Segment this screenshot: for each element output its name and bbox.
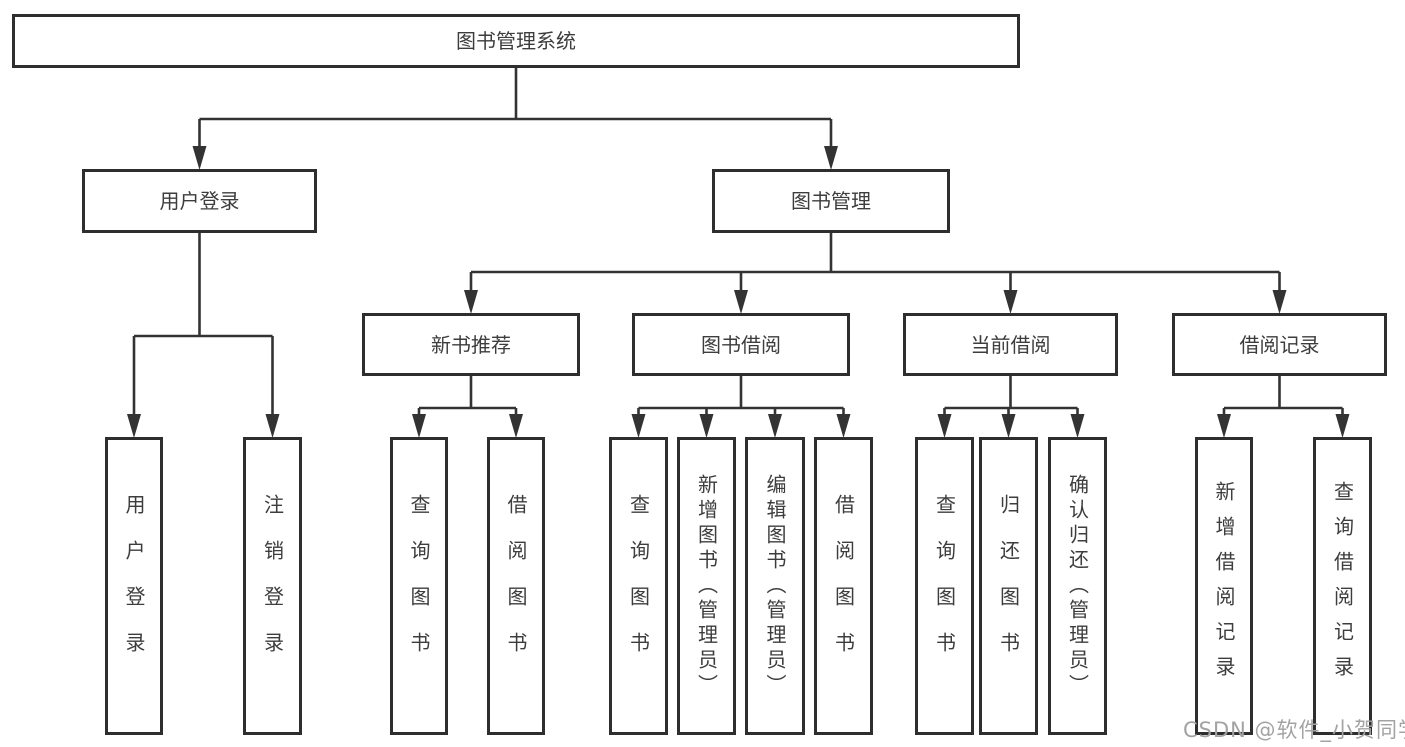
- node-return-books: 归还图书: [979, 437, 1038, 735]
- node-book-borrowing: 图书借阅: [632, 313, 850, 376]
- node-query-books-2: 查询图书: [609, 437, 668, 735]
- node-borrow-books-1: 借阅图书: [487, 437, 545, 735]
- node-logout: 注销登录: [243, 437, 302, 735]
- node-user-login-group: 用户登录: [82, 169, 317, 233]
- node-root: 图书管理系统: [12, 14, 1020, 68]
- node-add-borrow-record: 新增借阅记录: [1195, 437, 1253, 735]
- node-query-borrow-record: 查询借阅记录: [1313, 437, 1372, 735]
- node-edit-books-admin: 编辑图书（管理员）: [745, 437, 805, 735]
- node-query-books-1: 查询图书: [390, 437, 448, 735]
- node-confirm-return-admin: 确认归还（管理员）: [1048, 437, 1107, 735]
- node-borrowing-records: 借阅记录: [1172, 313, 1387, 376]
- node-user-login: 用户登录: [105, 437, 163, 735]
- node-current-borrowing: 当前借阅: [903, 313, 1118, 376]
- node-query-books-3: 查询图书: [915, 437, 974, 735]
- node-add-books-admin: 新增图书（管理员）: [677, 437, 736, 735]
- node-book-management: 图书管理: [712, 169, 950, 233]
- node-new-book-recommend: 新书推荐: [362, 313, 580, 376]
- node-borrow-books-2: 借阅图书: [814, 437, 873, 735]
- watermark-text: CSDN @软件_小贺同学: [1183, 718, 1405, 742]
